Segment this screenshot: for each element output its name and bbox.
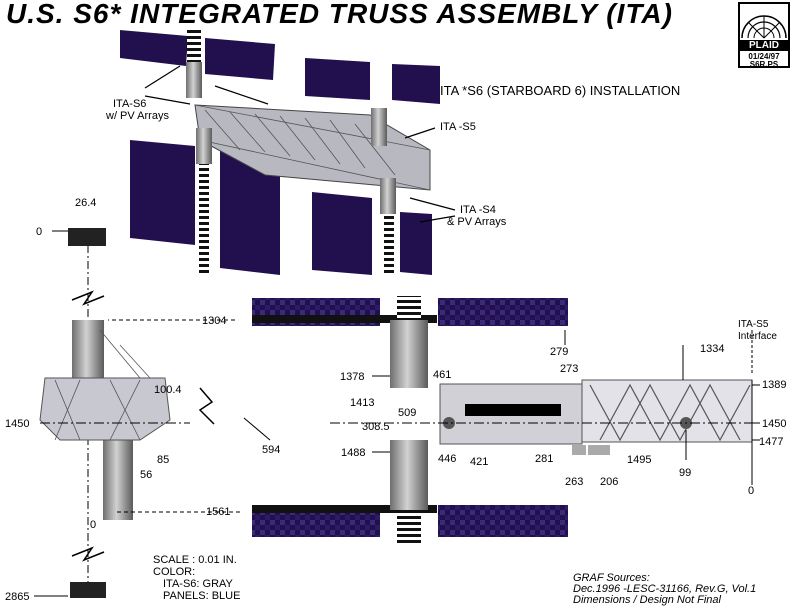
dim-0-right: 0 xyxy=(748,485,754,497)
graf-sources: GRAF Sources: Dec.1996 -LESC-31166, Rev.… xyxy=(573,573,756,606)
sources-note: Dimensions / Design Not Final xyxy=(573,594,721,606)
label-ita-s5: ITA -S5 xyxy=(440,121,476,133)
dim-461: 461 xyxy=(433,369,451,381)
side-truss xyxy=(39,377,171,441)
dim-1304: 1304 xyxy=(202,315,226,327)
scale-notes: SCALE : 0.01 IN. COLOR: ITA-S6: GRAY PAN… xyxy=(153,554,240,602)
iso-cylinder xyxy=(196,128,212,164)
front-mast xyxy=(397,296,421,320)
installation-subtitle: ITA *S6 (STARBOARD 6) INSTALLATION xyxy=(440,83,680,98)
color-heading: COLOR: xyxy=(153,566,196,578)
front-panel xyxy=(438,298,568,326)
iso-panel xyxy=(312,192,372,275)
dim-281: 281 xyxy=(535,453,553,465)
sources-heading: GRAF Sources: xyxy=(573,572,650,584)
dim-1334: 1334 xyxy=(700,343,724,355)
plaid-logo: PLAID 01/24/97 S6R.PS xyxy=(738,2,790,69)
label-ita-s6-arrays: w/ PV Arrays xyxy=(105,110,169,122)
logo-name: PLAID xyxy=(740,40,788,51)
iso-panel xyxy=(305,58,370,100)
iso-mast xyxy=(384,214,394,274)
dim-594: 594 xyxy=(262,444,280,456)
iso-cylinder xyxy=(380,178,396,214)
dim-308-5: 308.5 xyxy=(362,421,390,433)
label-ita-s4-arrays: & PV Arrays xyxy=(447,216,507,228)
dim-1378: 1378 xyxy=(340,371,364,383)
scale-line: SCALE : 0.01 IN. xyxy=(153,554,237,566)
label-s5-interface-1: ITA-S5 xyxy=(738,319,769,330)
front-panel xyxy=(438,505,568,537)
dim-0-top: 0 xyxy=(36,226,42,238)
label-ita-s4: ITA -S4 xyxy=(460,204,496,216)
iso-panel xyxy=(400,212,432,275)
sources-doc: Dec.1996 -LESC-31166, Rev.G, Vol.1 xyxy=(573,583,757,595)
iso-panel xyxy=(205,38,275,80)
front-cylinder xyxy=(390,320,428,388)
dim-56: 56 xyxy=(140,469,152,481)
logo-code: S6R.PS xyxy=(749,60,779,69)
dim-99: 99 xyxy=(679,467,691,479)
dim-100-4: 100.4 xyxy=(154,384,182,396)
front-truss-slot xyxy=(465,404,561,416)
isometric-view xyxy=(120,30,456,275)
dim-509: 509 xyxy=(398,407,416,419)
label-ita-s6: ITA-S6 xyxy=(113,98,146,110)
logo-date: 01/24/97 xyxy=(748,52,780,61)
dim-1450-right: 1450 xyxy=(762,418,786,430)
dim-2865: 2865 xyxy=(5,591,29,603)
dim-279: 279 xyxy=(550,346,568,358)
dim-446: 446 xyxy=(438,453,456,465)
iso-panel xyxy=(130,140,195,245)
iso-panel xyxy=(392,64,440,104)
dim-1561: 1561 xyxy=(206,506,230,518)
dim-1450-left: 1450 xyxy=(5,418,29,430)
dim-1488: 1488 xyxy=(341,447,365,459)
dim-26-4: 26.4 xyxy=(75,197,96,209)
front-truss-frame xyxy=(581,379,753,443)
dim-85: 85 xyxy=(157,454,169,466)
side-bottom-block xyxy=(70,582,106,598)
side-view xyxy=(34,228,271,598)
dim-1477: 1477 xyxy=(759,436,783,448)
dim-0-bottom: 0 xyxy=(90,519,96,531)
color-ita-s6: ITA-S6: GRAY xyxy=(163,578,233,590)
iso-panel xyxy=(220,150,280,275)
iso-panel xyxy=(120,30,188,66)
iso-mast xyxy=(199,164,209,274)
dim-1413: 1413 xyxy=(350,397,374,409)
page-title: U.S. S6* INTEGRATED TRUSS ASSEMBLY (ITA) xyxy=(6,0,673,29)
logo-emblem-icon xyxy=(741,15,787,39)
dim-1389: 1389 xyxy=(762,379,786,391)
dim-273: 273 xyxy=(560,363,578,375)
dim-421: 421 xyxy=(470,456,488,468)
dim-206: 206 xyxy=(600,476,618,488)
front-view xyxy=(252,296,760,546)
iso-cylinder xyxy=(186,62,202,98)
front-mast xyxy=(397,510,421,546)
iso-cylinder xyxy=(371,108,387,146)
iso-mast xyxy=(187,30,201,64)
dim-263: 263 xyxy=(565,476,583,488)
side-top-block xyxy=(68,228,106,246)
color-panels: PANELS: BLUE xyxy=(163,590,241,602)
label-s5-interface-2: Interface xyxy=(738,331,777,342)
dim-1495: 1495 xyxy=(627,454,651,466)
front-cylinder xyxy=(390,440,428,510)
